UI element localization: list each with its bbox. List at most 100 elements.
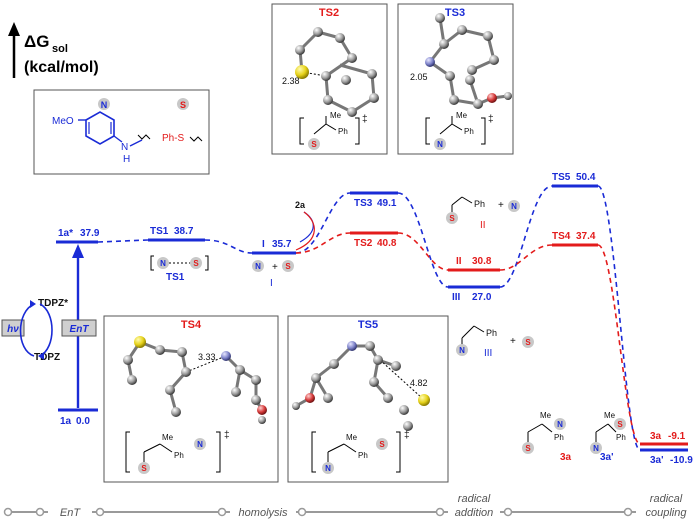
svg-text:‡: ‡	[362, 114, 368, 125]
svg-text:S: S	[311, 140, 317, 149]
svg-text:N: N	[511, 202, 517, 211]
anisidine-ring	[85, 111, 115, 145]
svg-text:N: N	[325, 464, 331, 473]
svg-text:30.8: 30.8	[472, 256, 492, 267]
svg-text:‡: ‡	[488, 114, 494, 125]
product-3a: 3a	[560, 452, 572, 463]
legend-phs: Ph-S	[162, 133, 185, 144]
legend-meo: MeO	[52, 116, 74, 127]
svg-text:-9.1: -9.1	[668, 431, 686, 442]
svg-text:S: S	[525, 338, 531, 347]
ts2-distance: 2.38	[282, 76, 300, 86]
svg-text:II: II	[456, 256, 462, 267]
svg-text:TS2: TS2	[354, 238, 373, 249]
svg-text:‡: ‡	[224, 430, 230, 441]
svg-text:I: I	[270, 278, 273, 289]
svg-text:TS3: TS3	[354, 198, 373, 209]
svg-text:N: N	[459, 346, 465, 355]
svg-text:N: N	[101, 100, 108, 110]
svg-text:III: III	[452, 292, 461, 303]
stage-radical-coupling-2: coupling	[646, 507, 688, 519]
svg-text:50.4: 50.4	[576, 172, 596, 183]
svg-text:Me: Me	[346, 433, 358, 442]
svg-text:N: N	[557, 420, 563, 429]
svg-text:TDPZ: TDPZ	[34, 352, 60, 363]
ts4-box-title: TS4	[181, 319, 202, 331]
svg-text:EnT: EnT	[70, 324, 90, 335]
svg-text:+: +	[510, 336, 516, 347]
stage-radical-coupling-1: radical	[650, 493, 683, 505]
svg-text:Me: Me	[540, 411, 552, 420]
hv-box	[1, 319, 25, 337]
svg-text:Ph: Ph	[616, 433, 626, 442]
ts5-box-title: TS5	[358, 319, 378, 331]
svg-text:-10.9: -10.9	[670, 455, 693, 466]
ts4-distance: 3.33	[198, 352, 216, 362]
svg-text:+: +	[272, 262, 278, 273]
ent-box	[61, 319, 97, 337]
stage-radical-addition-1: radical	[458, 493, 491, 505]
svg-text:37.9: 37.9	[80, 228, 100, 239]
svg-text:Me: Me	[330, 111, 342, 120]
svg-text:hν: hν	[7, 324, 19, 335]
pathway-connectors	[97, 185, 641, 451]
y-axis-subscript: sol	[52, 43, 68, 55]
y-axis-symbol: ΔG	[24, 32, 49, 51]
y-axis-unit: (kcal/mol)	[24, 59, 99, 76]
ts1-below-label: TS1	[166, 272, 185, 283]
svg-text:38.7: 38.7	[174, 226, 194, 237]
svg-text:Ph: Ph	[486, 328, 497, 338]
svg-text:I: I	[262, 239, 265, 250]
reagent-2a: 2a	[295, 200, 306, 210]
ts5-structure-box: TS5 4.82 Me Ph S N ‡	[287, 315, 449, 483]
svg-text:Ph: Ph	[464, 127, 474, 136]
svg-text:N: N	[593, 444, 599, 453]
ts3-box-title: TS3	[445, 7, 465, 19]
svg-text:Me: Me	[604, 411, 616, 420]
svg-text:TS1: TS1	[150, 226, 169, 237]
svg-text:N: N	[437, 140, 443, 149]
product-3a-prime: 3a'	[600, 452, 614, 463]
svg-text:35.7: 35.7	[272, 239, 292, 250]
svg-text:1a: 1a	[60, 416, 72, 427]
energy-levels	[56, 184, 688, 452]
products: Me Ph N S 3a Me Ph S N 3a'	[522, 411, 626, 463]
n-badge	[98, 98, 110, 110]
svg-text:27.0: 27.0	[472, 292, 492, 303]
svg-text:37.4: 37.4	[576, 231, 596, 242]
stage-homolysis: homolysis	[239, 507, 288, 519]
svg-text:II: II	[480, 220, 486, 231]
svg-text:1a*: 1a*	[58, 228, 73, 239]
svg-text:H: H	[123, 154, 130, 165]
svg-text:‡: ‡	[404, 430, 410, 441]
svg-text:S: S	[285, 262, 291, 271]
svg-text:Ph: Ph	[338, 127, 348, 136]
ts5-distance: 4.82	[410, 378, 428, 388]
y-axis: ΔG sol (kcal/mol)	[8, 22, 99, 78]
int1-radicals: N + S I 2a	[252, 200, 315, 289]
svg-text:N: N	[160, 259, 166, 268]
svg-text:S: S	[379, 440, 385, 449]
svg-text:Ph: Ph	[554, 433, 564, 442]
int3-structure: Ph N + S III	[456, 325, 534, 359]
ts1-badges: N S	[150, 255, 209, 271]
level-labels: 1a* 37.9 TS1 38.7 I 35.7 TS3 49.1 TS2 40…	[58, 172, 693, 466]
svg-text:S: S	[449, 214, 455, 223]
legend-nh: N	[121, 142, 128, 153]
ts3-structure-box: TS3 2.05 Me Ph ‡ N	[397, 3, 514, 155]
svg-text:S: S	[141, 464, 147, 473]
ts4-structure-box: TS4 3.33 Me Ph N S ‡	[103, 315, 279, 483]
svg-text:40.8: 40.8	[377, 238, 397, 249]
svg-text:49.1: 49.1	[377, 198, 397, 209]
ts2-structure-box: TS2 2.38 Me Ph ‡ S	[271, 3, 388, 155]
svg-text:TDPZ*: TDPZ*	[38, 298, 68, 309]
svg-text:N: N	[197, 440, 203, 449]
svg-text:N: N	[255, 262, 261, 271]
svg-text:S: S	[525, 444, 531, 453]
svg-text:TS5: TS5	[552, 172, 571, 183]
s-badge	[177, 98, 189, 110]
svg-text:TS4: TS4	[552, 231, 571, 242]
reaction-coordinate-axis: EnT homolysis radical addition radical c…	[3, 490, 696, 520]
ts2-box-title: TS2	[319, 7, 339, 19]
svg-text:Me: Me	[456, 111, 468, 120]
